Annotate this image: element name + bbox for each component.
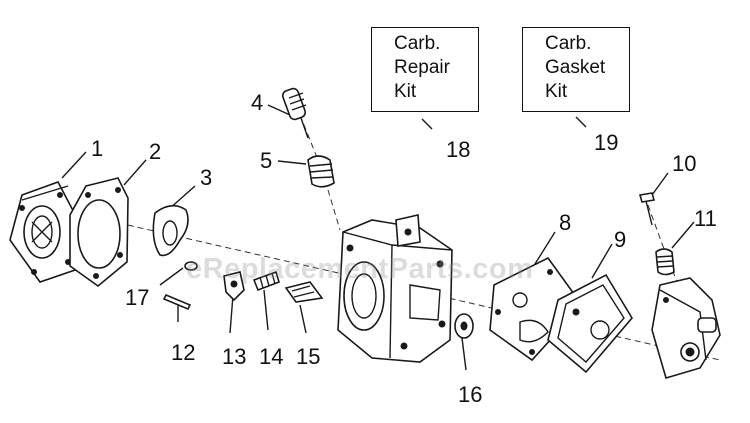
part-9-gasket	[547, 273, 633, 374]
part-17-pin	[184, 261, 198, 271]
repair-kit-line-1: Carb.	[394, 33, 441, 54]
callout-11: 11	[694, 206, 717, 231]
callout-3: 3	[200, 165, 213, 190]
gasket-kit-line-3: Kit	[545, 81, 568, 102]
repair-kit-line-3: Kit	[394, 81, 417, 102]
carburetor-body	[337, 214, 453, 363]
part-1-pump-cover	[9, 181, 79, 283]
callout-4: 4	[251, 90, 264, 115]
leader-lines	[61, 104, 695, 371]
part-12-rod	[162, 293, 192, 311]
callout-17: 17	[125, 285, 150, 310]
part-16-plug	[454, 313, 474, 339]
part-3-diaphragm	[152, 204, 189, 257]
repair-kit-line-2: Repair	[394, 57, 450, 78]
callout-1: 1	[91, 136, 104, 161]
part-10-screw	[638, 192, 656, 226]
callout-16: 16	[458, 382, 483, 407]
repair-kit-box: Carb. Repair Kit	[371, 27, 479, 112]
callout-13: 13	[222, 344, 247, 369]
part-13-lever	[223, 271, 245, 302]
callout-9: 9	[614, 227, 627, 252]
metering-cover	[651, 277, 721, 379]
needle-axis-line	[299, 114, 341, 231]
callout-18: 18	[446, 137, 471, 162]
part-15-needle	[284, 281, 324, 303]
watermark-text: eReplacementParts.com	[186, 253, 534, 285]
callout-15: 15	[296, 344, 321, 369]
callout-12: 12	[171, 340, 196, 365]
callout-5: 5	[260, 148, 273, 173]
gasket-kit-line-2: Gasket	[545, 57, 606, 78]
part-2-gasket	[69, 177, 129, 288]
callout-10: 10	[672, 151, 697, 176]
callout-19: 19	[594, 130, 619, 155]
gasket-kit-box: Carb. Gasket Kit	[522, 27, 630, 112]
part-14-spring	[252, 270, 280, 292]
callout-14: 14	[259, 344, 284, 369]
part-5-spring	[307, 155, 335, 188]
callout-8: 8	[559, 210, 572, 235]
part-4-needle-screw	[281, 87, 309, 139]
callout-2: 2	[149, 139, 162, 164]
gasket-kit-line-1: Carb.	[545, 33, 592, 54]
part-11-spring	[655, 248, 675, 276]
